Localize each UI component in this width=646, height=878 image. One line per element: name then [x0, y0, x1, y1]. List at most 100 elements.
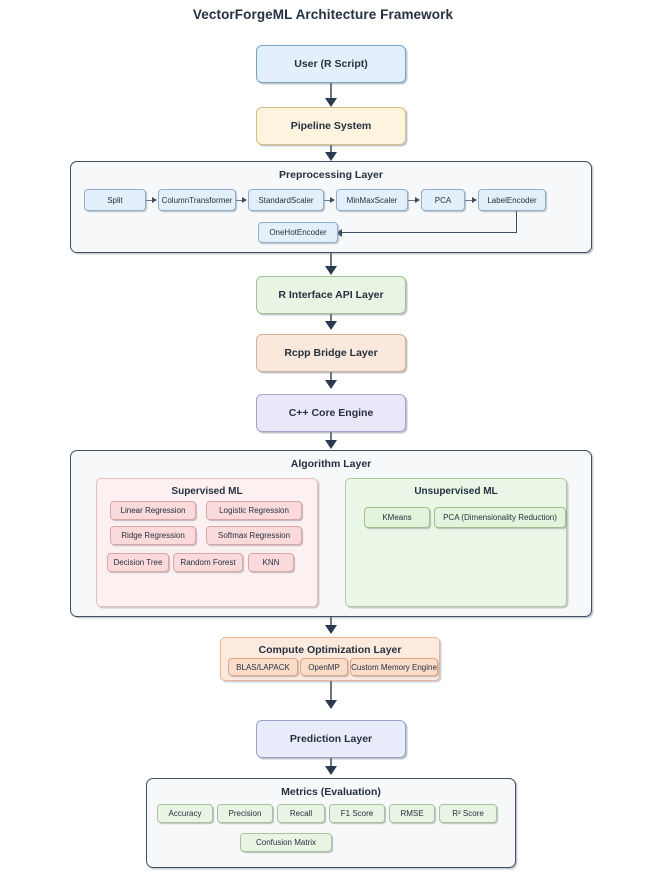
- connector-algorithm-compute: [330, 617, 332, 631]
- node-r-interface-api-layer[interactable]: R Interface API Layer: [256, 276, 406, 314]
- node-prediction-layer[interactable]: Prediction Layer: [256, 720, 406, 758]
- chip-r2-score[interactable]: R² Score: [439, 804, 497, 823]
- arrowhead-algorithm-compute: [325, 625, 337, 634]
- chip-rmse-label: RMSE: [400, 809, 424, 818]
- node-pipeline-system[interactable]: Pipeline System: [256, 107, 406, 145]
- preprocessing-title: Preprocessing Layer: [279, 169, 383, 181]
- arrowhead-pca-labelencoder: [472, 196, 477, 203]
- chip-decision-tree-label: Decision Tree: [113, 558, 163, 567]
- metrics-title: Metrics (Evaluation): [281, 786, 381, 798]
- arrowhead-pipeline-preprocessing: [325, 152, 337, 161]
- page-title: VectorForgeML Architecture Framework: [192, 7, 454, 22]
- chip-pca-dimensionality-reduction[interactable]: PCA (Dimensionality Reduction): [434, 507, 566, 528]
- chip-precision[interactable]: Precision: [217, 804, 273, 823]
- arrowhead-preprocessing-rinterface: [325, 266, 337, 275]
- subpanel-unsupervised-ml: Unsupervised ML: [345, 478, 567, 607]
- chip-f1-score-label: F1 Score: [340, 809, 374, 818]
- chip-softmax-regression-label: Softmax Regression: [217, 531, 291, 540]
- algorithm-title: Algorithm Layer: [290, 458, 372, 470]
- chip-minmaxscaler[interactable]: MinMaxScaler: [336, 189, 408, 211]
- chip-knn-label: KNN: [262, 558, 280, 567]
- chip-blas-lapack[interactable]: BLAS/LAPACK: [228, 658, 298, 676]
- connector-user-pipeline: [330, 83, 332, 101]
- connector-compute-prediction: [330, 681, 332, 705]
- chip-ridge-regression-label: Ridge Regression: [121, 531, 185, 540]
- chip-softmax-regression[interactable]: Softmax Regression: [206, 526, 302, 545]
- chip-openmp-label: OpenMP: [308, 662, 340, 672]
- arrowhead-cppcore-algorithm: [325, 440, 337, 449]
- chip-onehotencoder-label: OneHotEncoder: [269, 228, 327, 237]
- connector-cppcore-algorithm: [330, 432, 332, 444]
- arrowhead-user-pipeline: [325, 98, 337, 107]
- node-user-label: User (R Script): [294, 58, 368, 70]
- compute-title: Compute Optimization Layer: [258, 644, 402, 656]
- connector-labelencoder-elbow-horizontal: [341, 232, 517, 234]
- chip-recall-label: Recall: [289, 809, 313, 818]
- arrowhead-split-columntransformer: [152, 196, 157, 203]
- chip-split[interactable]: Split: [84, 189, 146, 211]
- connector-preprocessing-rinterface: [330, 253, 332, 271]
- chip-logistic-regression-label: Logistic Regression: [219, 506, 289, 515]
- arrowhead-onehotencoder: [336, 228, 342, 237]
- chip-standardscaler[interactable]: StandardScaler: [248, 189, 324, 211]
- connector-pca-labelencoder: [465, 199, 474, 201]
- connector-prediction-metrics: [330, 758, 332, 772]
- chip-pca[interactable]: PCA: [421, 189, 465, 211]
- chip-recall[interactable]: Recall: [277, 804, 325, 823]
- chip-random-forest[interactable]: Random Forest: [173, 553, 243, 572]
- node-cpp-core-engine[interactable]: C++ Core Engine: [256, 394, 406, 432]
- connector-split-columntransformer: [146, 199, 154, 201]
- node-user[interactable]: User (R Script): [256, 45, 406, 83]
- chip-onehotencoder[interactable]: OneHotEncoder: [258, 222, 338, 243]
- connector-pipeline-preprocessing: [330, 145, 332, 157]
- chip-confusion-matrix[interactable]: Confusion Matrix: [240, 833, 332, 852]
- chip-confusion-matrix-label: Confusion Matrix: [255, 838, 317, 847]
- chip-rmse[interactable]: RMSE: [389, 804, 435, 823]
- chip-linear-regression-label: Linear Regression: [120, 506, 186, 515]
- chip-pca-label: PCA: [434, 195, 452, 205]
- chip-kmeans[interactable]: KMeans: [364, 507, 430, 528]
- supervised-title: Supervised ML: [171, 486, 243, 497]
- chip-standardscaler-label: StandardScaler: [258, 195, 314, 205]
- arrowhead-rinterface-rcpp: [325, 321, 337, 330]
- connector-minmaxscaler-pca: [408, 199, 417, 201]
- arrowhead-compute-prediction: [325, 700, 337, 709]
- chip-labelencoder-label: LabelEncoder: [487, 195, 537, 205]
- chip-linear-regression[interactable]: Linear Regression: [110, 501, 196, 520]
- chip-custom-memory-engine-label: Custom Memory Engine: [351, 662, 437, 672]
- arrowhead-rcpp-cppcore: [325, 380, 337, 389]
- chip-blas-lapack-label: BLAS/LAPACK: [236, 662, 290, 672]
- panel-metrics-evaluation: Metrics (Evaluation): [146, 778, 516, 868]
- node-rcpp-bridge-label: Rcpp Bridge Layer: [284, 347, 378, 359]
- connector-standardscaler-minmaxscaler: [324, 199, 332, 201]
- arrowhead-minmaxscaler-pca: [415, 196, 420, 203]
- chip-columntransformer[interactable]: ColumnTransformer: [158, 189, 236, 211]
- chip-random-forest-label: Random Forest: [180, 558, 236, 567]
- connector-labelencoder-elbow-vertical: [516, 211, 518, 233]
- chip-split-label: Split: [107, 195, 123, 205]
- node-prediction-label: Prediction Layer: [289, 733, 373, 745]
- chip-openmp[interactable]: OpenMP: [300, 658, 348, 676]
- node-rcpp-bridge-layer[interactable]: Rcpp Bridge Layer: [256, 334, 406, 372]
- chip-knn[interactable]: KNN: [248, 553, 294, 572]
- chip-accuracy[interactable]: Accuracy: [157, 804, 213, 823]
- chip-pca-dimensionality-reduction-label: PCA (Dimensionality Reduction): [443, 513, 557, 522]
- chip-labelencoder[interactable]: LabelEncoder: [478, 189, 546, 211]
- chip-decision-tree[interactable]: Decision Tree: [107, 553, 169, 572]
- chip-minmaxscaler-label: MinMaxScaler: [346, 195, 398, 205]
- chip-accuracy-label: Accuracy: [168, 809, 202, 818]
- arrowhead-standardscaler-minmaxscaler: [330, 196, 335, 203]
- connector-rcpp-cppcore: [330, 372, 332, 384]
- chip-kmeans-label: KMeans: [382, 513, 412, 522]
- node-r-interface-label: R Interface API Layer: [278, 289, 384, 301]
- node-cpp-core-label: C++ Core Engine: [288, 407, 374, 419]
- chip-f1-score[interactable]: F1 Score: [329, 804, 385, 823]
- chip-logistic-regression[interactable]: Logistic Regression: [206, 501, 302, 520]
- arrowhead-columntransformer-standardscaler: [242, 196, 247, 203]
- chip-custom-memory-engine[interactable]: Custom Memory Engine: [350, 658, 438, 676]
- chip-ridge-regression[interactable]: Ridge Regression: [110, 526, 196, 545]
- unsupervised-title: Unsupervised ML: [414, 486, 498, 497]
- node-pipeline-system-label: Pipeline System: [290, 120, 372, 132]
- chip-columntransformer-label: ColumnTransformer: [161, 195, 233, 205]
